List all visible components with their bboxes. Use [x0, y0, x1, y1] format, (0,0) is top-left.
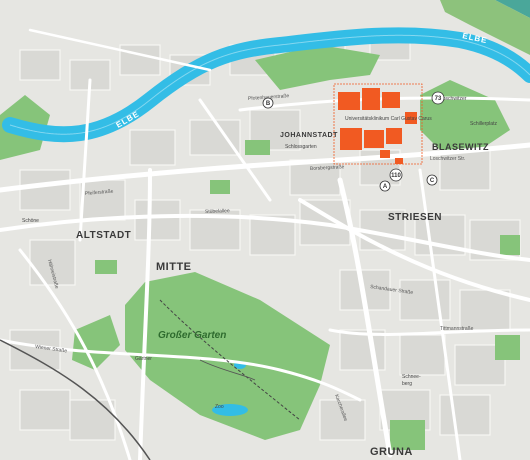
hospital-complex — [338, 88, 417, 164]
green-area-northeast — [440, 0, 530, 55]
street-borsberg: Borsbergstraße — [310, 164, 345, 172]
district-altstadt: ALTSTADT — [76, 230, 131, 241]
hospital-label: Universitätsklinikum Carl Gustav Carus — [345, 116, 432, 122]
park-small-1 — [245, 140, 270, 155]
street-tittmann: Tittmannstraße — [440, 326, 474, 332]
park-path — [199, 359, 256, 381]
street-loschwitzer: Loschwitzer Str. — [430, 156, 465, 162]
badge-73[interactable]: 73 — [431, 91, 445, 105]
park-small-6 — [390, 420, 425, 450]
label-schoene: Schöne — [22, 218, 39, 224]
label-loschwitz: Loschwitzer — [440, 96, 467, 102]
railway-line — [0, 339, 151, 460]
district-blasewitz: BLASEWITZ — [432, 142, 489, 152]
svg-text:C: C — [430, 178, 435, 184]
hospital-outline — [333, 83, 423, 165]
park-label-grosser-garten: Großer Garten — [158, 330, 226, 341]
svg-text:B: B — [266, 101, 271, 107]
badge-c[interactable]: C — [426, 174, 438, 186]
park-small-3 — [495, 335, 520, 360]
park-small-2 — [210, 180, 230, 194]
label-schlossgarten: Schlossgarten — [285, 144, 317, 150]
river-elbe — [2, 27, 530, 143]
badge-110[interactable]: 110 — [389, 168, 403, 182]
svg-text:110: 110 — [391, 173, 401, 179]
badge-a[interactable]: A — [379, 180, 391, 192]
park-elbe-meadows — [255, 45, 380, 90]
district-mitte: MITTE — [156, 261, 192, 273]
label-zoo: Zoo — [215, 404, 224, 410]
label-schnee: Schnee- — [402, 374, 421, 380]
street-pfeifer: Pfeiferstraße — [85, 189, 114, 197]
street-pfotenhauer: Pfotenhauerstraße — [248, 93, 290, 102]
district-striesen: STRIESEN — [388, 212, 442, 223]
svg-text:73: 73 — [435, 96, 442, 102]
pond-carolasee — [212, 404, 248, 416]
railway-line-2 — [159, 299, 301, 421]
street-wiener: Wiener Straße — [35, 344, 68, 354]
label-schillerplatz: Schillerplatz — [470, 121, 497, 127]
parks — [0, 45, 520, 450]
park-small-4 — [500, 235, 520, 255]
street-stuebel: Stübelallee — [205, 208, 230, 215]
district-johannstadt: JOHANNSTADT — [280, 132, 338, 139]
park-small-5 — [95, 260, 117, 274]
label-gartenplatz: Gärtner — [135, 356, 152, 362]
district-gruna: GRUNA — [370, 446, 413, 458]
badge-b[interactable]: B — [262, 97, 274, 109]
label-berg: berg — [402, 381, 412, 387]
svg-text:A: A — [383, 184, 388, 190]
park-grosser-garten — [125, 272, 330, 440]
river-elbe-bank — [9, 34, 530, 135]
park-south — [72, 315, 120, 370]
